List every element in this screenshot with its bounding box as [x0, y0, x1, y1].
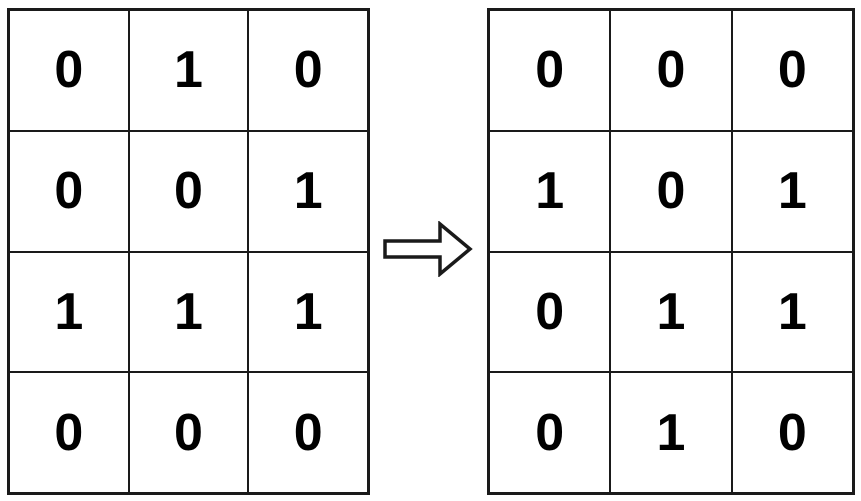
input-cell-r3c2: 0	[248, 372, 368, 493]
output-cell-r0c0: 0	[489, 10, 611, 131]
input-matrix: 0 1 0 0 0 1 1 1 1 0 0 0	[7, 8, 370, 495]
output-cell-r0c2: 0	[731, 10, 853, 131]
output-cell-r2c1: 1	[610, 251, 732, 373]
output-cell-r3c0: 0	[489, 372, 611, 493]
input-cell-r0c2: 0	[248, 10, 368, 131]
input-cell-r0c0: 0	[9, 10, 129, 131]
right-arrow-icon	[383, 221, 473, 277]
input-cell-r3c0: 0	[9, 372, 129, 493]
input-cell-r0c1: 1	[128, 10, 249, 131]
input-cell-r2c2: 1	[248, 251, 368, 373]
output-matrix: 0 0 0 1 0 1 0 1 1 0 1 0	[487, 8, 855, 495]
output-cell-r1c2: 1	[731, 130, 853, 252]
output-cell-r1c0: 1	[489, 130, 611, 252]
output-cell-r0c1: 0	[610, 10, 732, 131]
output-cell-r2c2: 1	[731, 251, 853, 373]
output-cell-r3c2: 0	[731, 372, 853, 493]
output-cell-r1c1: 0	[610, 130, 732, 252]
input-cell-r2c1: 1	[128, 251, 249, 373]
input-cell-r1c0: 0	[9, 130, 129, 252]
input-cell-r3c1: 0	[128, 372, 249, 493]
input-cell-r1c2: 1	[248, 130, 368, 252]
output-cell-r2c0: 0	[489, 251, 611, 373]
output-cell-r3c1: 1	[610, 372, 732, 493]
input-cell-r1c1: 0	[128, 130, 249, 252]
input-cell-r2c0: 1	[9, 251, 129, 373]
